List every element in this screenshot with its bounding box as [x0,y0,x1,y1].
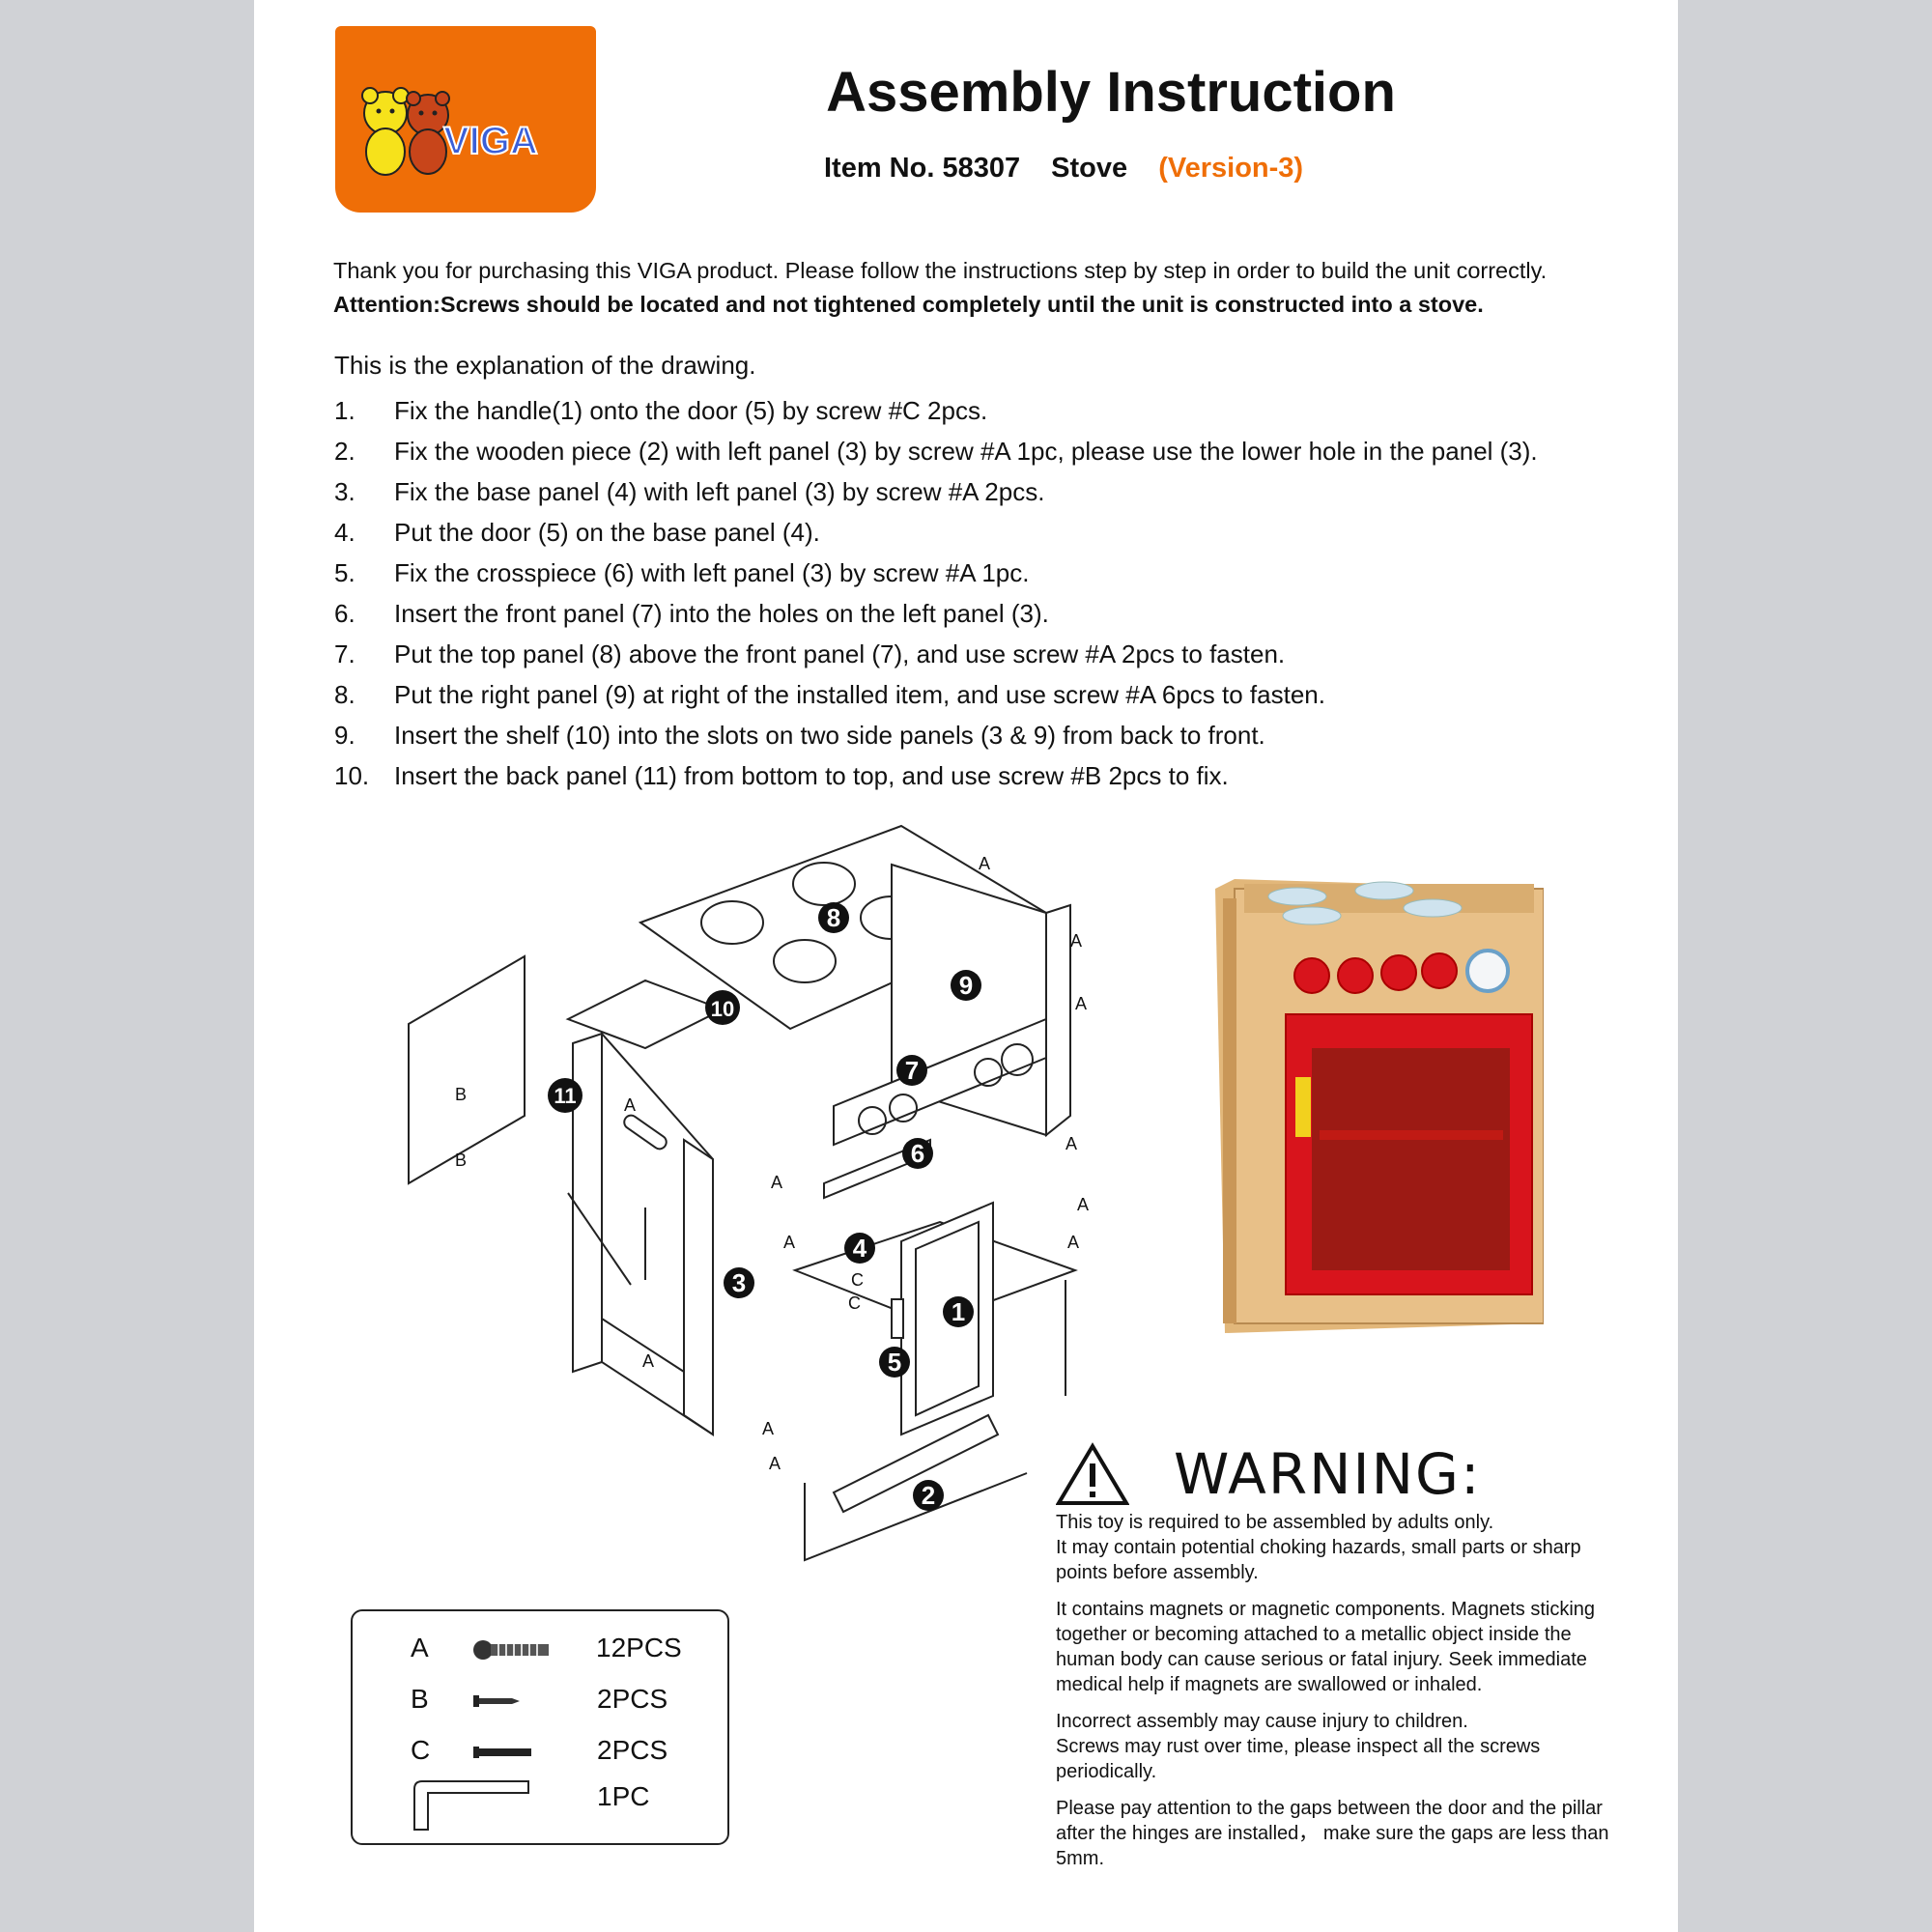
allen-key-icon [413,1780,529,1831]
warning-paragraph: It contains magnets or magnetic componen… [1056,1599,1596,1695]
step-item: 3.Fix the base panel (4) with left panel… [334,477,1045,506]
step-item: 4.Put the door (5) on the base panel (4)… [334,518,820,547]
screw-label: A [624,1095,636,1115]
screw-label: B [455,1151,467,1170]
screw-b-icon [473,1695,520,1707]
svg-text:8: 8 [827,903,840,932]
explanation-text: This is the explanation of the drawing. [334,351,756,380]
parts-row: A 12PCS [411,1633,682,1662]
bears-icon: VIGA [361,87,539,176]
product-name: Stove [1051,153,1128,184]
item-number: Item No. 58307 [824,153,1021,184]
screw-label: B [455,1085,467,1104]
svg-text:6: 6 [911,1139,924,1168]
svg-text:9: 9 [959,971,973,1000]
part-label-2: 2 [913,1480,944,1511]
screw-label: A [1070,931,1082,951]
part-label-4: 4 [844,1233,875,1264]
screw-label: C [848,1293,861,1313]
screw-label: A [783,1233,795,1252]
screw-label: A [1077,1195,1089,1214]
screw-a-icon [473,1640,549,1660]
instruction-page: VIGA Assembly Instruction Item No. 58307… [254,0,1678,1932]
thanks-text: Thank you for purchasing this VIGA produ… [333,258,1548,283]
step-item: 10.Insert the back panel (11) from botto… [334,761,1229,790]
svg-text:1: 1 [952,1297,965,1326]
warning-title: WARNING: [1174,1440,1482,1507]
part-label-8: 8 [818,902,849,933]
logo-text: VIGA [443,120,538,162]
step-item: 8.Put the right panel (9) at right of th… [334,680,1325,709]
svg-text:3: 3 [732,1268,746,1297]
parts-list: A 12PCS B 2PCS C 2PCS [351,1609,729,1845]
screw-label: A [762,1419,774,1438]
part-label-7: 7 [896,1055,927,1086]
parts-row: 1PC [353,1780,727,1831]
part-label-10: 10 [705,990,740,1025]
svg-text:11: 11 [554,1084,576,1108]
warning-paragraph: Incorrect assembly may cause injury to c… [1056,1711,1541,1782]
step-item: 5.Fix the crosspiece (6) with left panel… [334,558,1030,587]
step-list: 1.Fix the handle(1) onto the door (5) by… [334,390,1648,796]
svg-text:5: 5 [888,1348,901,1377]
page-title: Assembly Instruction [826,61,1396,124]
warning-section: WARNING: This toy is required to be asse… [1056,1437,1635,1883]
warning-paragraph: Please pay attention to the gaps between… [1056,1798,1609,1869]
step-item: 6.Insert the front panel (7) into the ho… [334,599,1049,628]
warning-triangle-icon [1056,1441,1129,1505]
intro: Thank you for purchasing this VIGA produ… [333,254,1628,322]
screw-label: A [1075,994,1087,1013]
step-item: 9.Insert the shelf (10) into the slots o… [334,721,1265,750]
screw-label: A [1067,1233,1079,1252]
item-line: Item No. 58307 Stove (Version-3) [824,153,1326,185]
parts-row: B 2PCS [411,1684,668,1714]
viga-logo: VIGA [335,26,596,213]
screw-label: A [642,1351,654,1371]
screw-label: A [979,854,990,873]
part-label-1: 1 [943,1296,974,1327]
part-label-5: 5 [879,1347,910,1378]
screw-label: A [769,1454,781,1473]
part-label-3: 3 [724,1267,754,1298]
screw-label: A [1065,1134,1077,1153]
part-label-9: 9 [951,970,981,1001]
step-item: 1.Fix the handle(1) onto the door (5) by… [334,396,988,425]
screw-label: A [771,1173,782,1192]
screw-label: C [851,1270,864,1290]
part-label-6: 6 [902,1138,933,1169]
exploded-diagram: 1 2 3 4 5 6 7 8 9 10 11 A A A A A A A A … [408,824,1089,1562]
svg-text:4: 4 [853,1234,867,1263]
warning-paragraph: This toy is required to be assembled by … [1056,1512,1581,1583]
attention-text: Attention:Screws should be located and n… [333,292,1484,317]
parts-row: C 2PCS [411,1735,668,1765]
svg-text:10: 10 [711,997,734,1021]
step-item: 2.Fix the wooden piece (2) with left pan… [334,437,1538,466]
svg-text:2: 2 [922,1481,935,1510]
screw-c-icon [473,1747,531,1758]
version-label: (Version-3) [1158,153,1304,184]
stove-photo [1215,879,1544,1333]
part-label-11: 11 [548,1078,582,1113]
step-item: 7.Put the top panel (8) above the front … [334,639,1286,668]
svg-text:7: 7 [905,1056,919,1085]
